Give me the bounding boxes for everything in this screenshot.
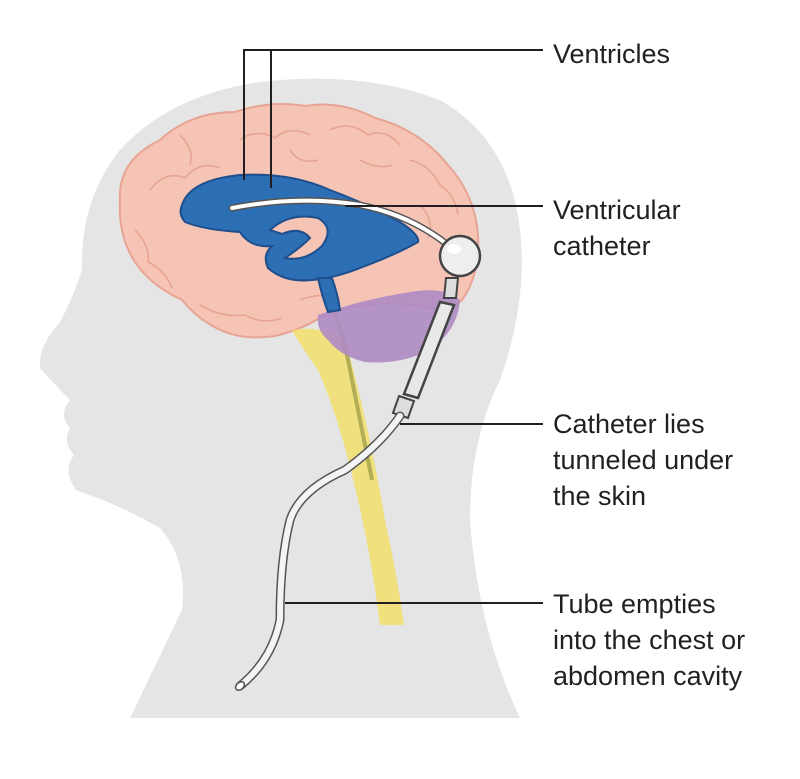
label-tube-empties: Tube empties into the chest or abdomen c… [553, 586, 745, 694]
leader-lines [243, 49, 543, 604]
label-ventricular-catheter-line-2: catheter [553, 231, 651, 261]
label-tube-empties-line-3: abdomen cavity [553, 661, 743, 691]
distal-catheter-tube-fill [237, 413, 403, 689]
catheter-tip [234, 681, 246, 691]
fourth-ventricle [316, 277, 342, 314]
ventricle-inner-loop [268, 215, 329, 260]
label-catheter-tunneled: Catheter lies tunneled under the skin [553, 406, 733, 514]
label-tube-empties-line-1: Tube empties [553, 589, 716, 619]
label-ventricles-line-1: Ventricles [553, 39, 671, 69]
spinal-cord [292, 328, 404, 625]
label-catheter-tunneled-line-1: Catheter lies [553, 409, 705, 439]
shunt-valve-highlight [447, 244, 461, 254]
leader-line-ventricles [243, 49, 543, 180]
label-catheter-tunneled-line-3: the skin [553, 481, 647, 511]
shunt-reservoir [402, 300, 456, 400]
label-tube-empties-line-2: into the chest or [553, 625, 746, 655]
shunt-connector [442, 277, 460, 299]
shunt-valve-bulb [438, 234, 482, 278]
label-catheter-tunneled-line-2: tunneled under [553, 445, 734, 475]
ventricular-catheter-tube-fill [230, 198, 450, 247]
label-ventricles: Ventricles [553, 36, 670, 72]
label-ventricular-catheter: Ventricular catheter [553, 192, 681, 264]
label-ventricular-catheter-line-1: Ventricular [553, 195, 681, 225]
